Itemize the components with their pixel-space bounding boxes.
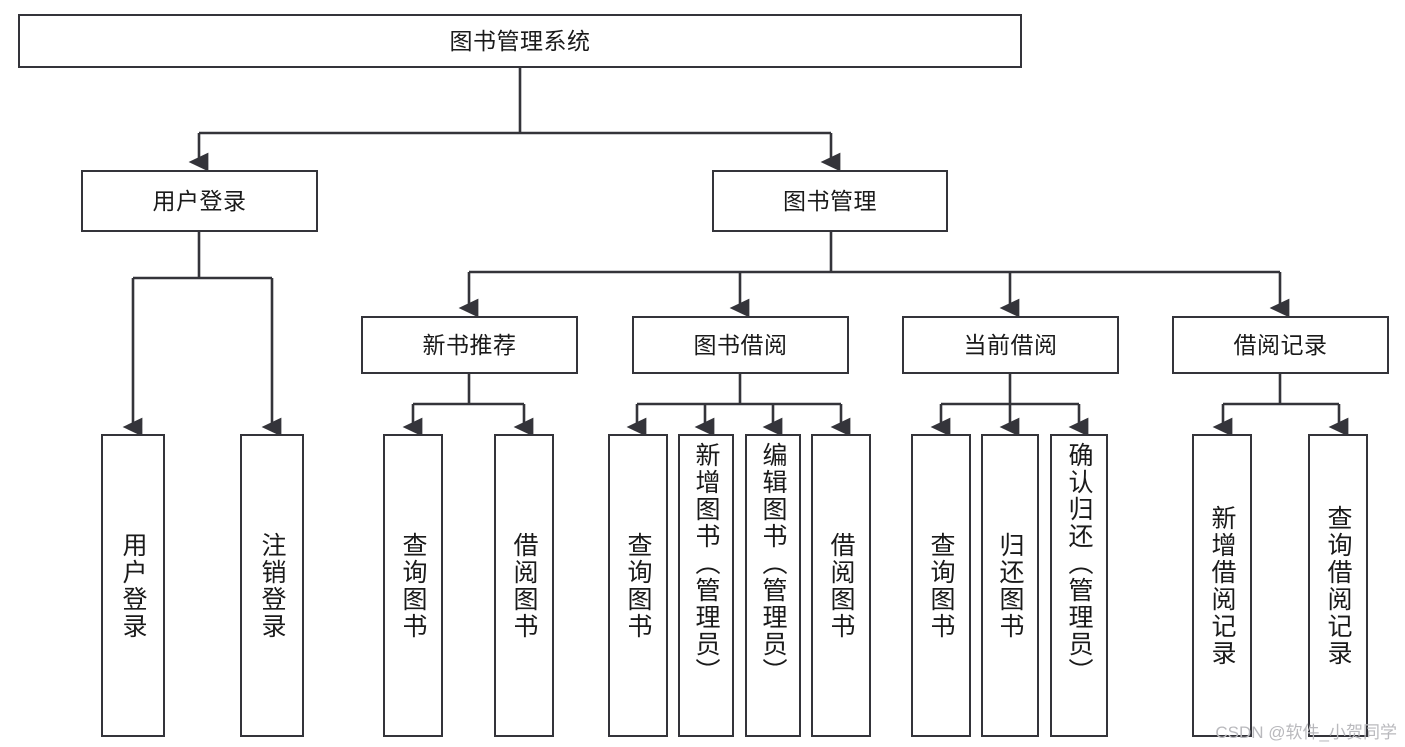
node-leaf-add-book[interactable]: 新增图书（管理员） [678, 434, 734, 737]
node-book-manage-label: 图书管理 [783, 187, 877, 214]
node-leaf-borrow-book-2[interactable]: 借阅图书 [811, 434, 871, 737]
node-leaf-borrow-book-1-label: 借阅图书 [510, 531, 538, 640]
node-leaf-return-book-label: 归还图书 [996, 531, 1024, 640]
node-leaf-query-book-2-label: 查询图书 [624, 531, 652, 640]
node-leaf-borrow-book-2-label: 借阅图书 [827, 531, 855, 640]
node-leaf-borrow-book-1[interactable]: 借阅图书 [494, 434, 554, 737]
node-leaf-edit-book-label: 编辑图书（管理员） [759, 442, 787, 685]
node-leaf-query-book-1-label: 查询图书 [399, 531, 427, 640]
node-root-system[interactable]: 图书管理系统 [18, 14, 1022, 68]
node-leaf-return-book[interactable]: 归还图书 [981, 434, 1039, 737]
node-leaf-add-book-label: 新增图书（管理员） [692, 442, 720, 685]
node-borrow-record[interactable]: 借阅记录 [1172, 316, 1389, 374]
node-current-borrow-label: 当前借阅 [963, 331, 1058, 358]
node-leaf-user-login[interactable]: 用户登录 [101, 434, 165, 737]
node-leaf-query-book-3[interactable]: 查询图书 [911, 434, 971, 737]
node-leaf-query-record-label: 查询借阅记录 [1324, 504, 1352, 667]
node-user-login-label: 用户登录 [152, 187, 247, 214]
node-current-borrow[interactable]: 当前借阅 [902, 316, 1119, 374]
node-leaf-logout-login[interactable]: 注销登录 [240, 434, 304, 737]
node-leaf-query-book-1[interactable]: 查询图书 [383, 434, 443, 737]
node-leaf-confirm-return[interactable]: 确认归还（管理员） [1050, 434, 1108, 737]
node-new-book-recommend-label: 新书推荐 [422, 331, 517, 358]
node-user-login[interactable]: 用户登录 [81, 170, 318, 232]
node-new-book-recommend[interactable]: 新书推荐 [361, 316, 578, 374]
node-book-borrow[interactable]: 图书借阅 [632, 316, 849, 374]
node-book-manage[interactable]: 图书管理 [712, 170, 948, 232]
node-leaf-add-record[interactable]: 新增借阅记录 [1192, 434, 1252, 737]
node-leaf-query-record[interactable]: 查询借阅记录 [1308, 434, 1368, 737]
node-leaf-query-book-2[interactable]: 查询图书 [608, 434, 668, 737]
node-leaf-confirm-return-label: 确认归还（管理员） [1065, 442, 1093, 685]
node-leaf-edit-book[interactable]: 编辑图书（管理员） [745, 434, 801, 737]
node-leaf-user-login-label: 用户登录 [119, 531, 147, 640]
node-leaf-query-book-3-label: 查询图书 [927, 531, 955, 640]
node-leaf-add-record-label: 新增借阅记录 [1208, 504, 1236, 667]
node-borrow-record-label: 借阅记录 [1233, 331, 1328, 358]
node-root-label: 图书管理系统 [449, 27, 591, 54]
node-leaf-logout-login-label: 注销登录 [258, 531, 286, 640]
node-book-borrow-label: 图书借阅 [693, 331, 788, 358]
